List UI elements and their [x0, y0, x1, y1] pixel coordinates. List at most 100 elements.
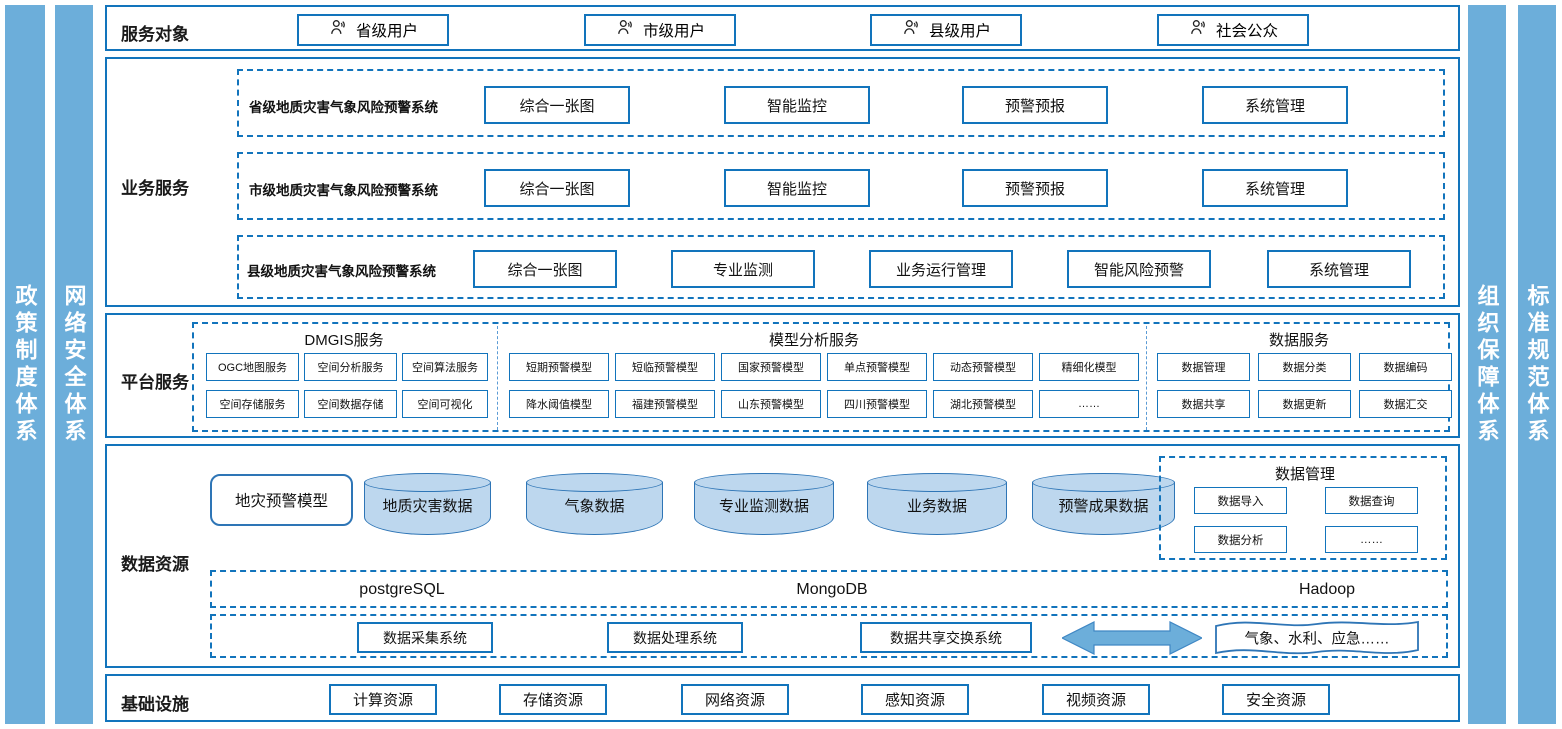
pillar-label: 组织保障体系: [1474, 283, 1500, 446]
user-chip-public[interactable]: 社会公众: [1157, 14, 1309, 46]
data-mgmt-chip[interactable]: 数据分析: [1194, 526, 1287, 553]
user-icon: [615, 18, 634, 42]
pillar-standard-spec-system: 标准规范体系: [1518, 5, 1556, 724]
band-infrastructure: 基础设施 计算资源 存储资源 网络资源 感知资源 视频资源 安全资源: [105, 674, 1460, 722]
band-platform-service: 平台服务 DMGIS服务 OGC地图服务 空间分析服务 空间算法服务 空间存储服…: [105, 313, 1460, 438]
module-chip[interactable]: 业务运行管理: [869, 250, 1013, 288]
module-chip[interactable]: 系统管理: [1267, 250, 1411, 288]
band-label-business-service: 业务服务: [121, 179, 189, 198]
platform-chip[interactable]: 空间算法服务: [402, 353, 488, 381]
double-arrow-icon: [1060, 620, 1204, 656]
data-mgmt-chip[interactable]: 数据导入: [1194, 487, 1287, 514]
platform-chip[interactable]: 精细化模型: [1039, 353, 1139, 381]
platform-chip[interactable]: ……: [1039, 390, 1139, 418]
platform-chip[interactable]: 数据汇交: [1359, 390, 1452, 418]
data-store-label: 预警成果数据: [1058, 497, 1149, 515]
pipeline-chip-exchange[interactable]: 数据共享交换系统: [860, 622, 1032, 653]
module-chip[interactable]: 智能监控: [724, 169, 870, 207]
pipeline-chip-collection[interactable]: 数据采集系统: [357, 622, 493, 653]
module-chip[interactable]: 专业监测: [671, 250, 815, 288]
database-hadoop: Hadoop: [1298, 581, 1356, 598]
user-chip-county[interactable]: 县级用户: [870, 14, 1022, 46]
model-box-disaster-warning[interactable]: 地灾预警模型: [210, 474, 353, 526]
pillar-organization-support-system: 组织保障体系: [1468, 5, 1506, 724]
business-row-municipal: 市级地质灾害气象风险预警系统 综合一张图 智能监控 预警预报 系统管理: [237, 152, 1445, 220]
database-postgresql: postgreSQL: [359, 581, 445, 598]
platform-chip[interactable]: 数据共享: [1157, 390, 1250, 418]
platform-chip[interactable]: 数据编码: [1359, 353, 1452, 381]
module-chip[interactable]: 综合一张图: [484, 169, 630, 207]
platform-chip[interactable]: 国家预警模型: [721, 353, 821, 381]
module-chip[interactable]: 智能风险预警: [1067, 250, 1211, 288]
pillar-label: 网络安全体系: [61, 283, 87, 446]
pillar-policy-system: 政策制度体系: [5, 5, 45, 724]
platform-chip[interactable]: 湖北预警模型: [933, 390, 1033, 418]
data-store-warning-results[interactable]: 预警成果数据: [1032, 473, 1175, 535]
external-sources-wave[interactable]: 气象、水利、应急……: [1212, 618, 1422, 658]
platform-chip[interactable]: OGC地图服务: [206, 353, 299, 381]
infra-chip-sensing[interactable]: 感知资源: [861, 684, 969, 715]
user-icon: [1188, 18, 1207, 42]
platform-chip[interactable]: 单点预警模型: [827, 353, 927, 381]
data-store-professional-monitoring[interactable]: 专业监测数据: [694, 473, 834, 535]
group-divider: [497, 326, 498, 430]
infra-chip-compute[interactable]: 计算资源: [329, 684, 437, 715]
module-chip[interactable]: 系统管理: [1202, 86, 1348, 124]
user-chip-provincial[interactable]: 省级用户: [297, 14, 449, 46]
data-management-group: 数据管理 数据导入 数据查询 数据分析 ……: [1159, 456, 1447, 560]
band-label-data-resource: 数据资源: [121, 555, 189, 574]
module-chip[interactable]: 综合一张图: [473, 250, 617, 288]
data-mgmt-chip[interactable]: ……: [1325, 526, 1418, 553]
platform-chip[interactable]: 动态预警模型: [933, 353, 1033, 381]
band-data-resource: 数据资源 地灾预警模型 地质灾害数据 气象数据 专业监测数据 业务数据 预警成: [105, 444, 1460, 668]
platform-chip[interactable]: 空间数据存储: [304, 390, 397, 418]
platform-chip[interactable]: 福建预警模型: [615, 390, 715, 418]
module-chip[interactable]: 综合一张图: [484, 86, 630, 124]
platform-chip[interactable]: 数据更新: [1258, 390, 1351, 418]
platform-chip[interactable]: 数据分类: [1258, 353, 1351, 381]
platform-chip[interactable]: 降水阈值模型: [509, 390, 609, 418]
module-chip[interactable]: 系统管理: [1202, 169, 1348, 207]
band-label-infrastructure: 基础设施: [121, 695, 189, 714]
infra-chip-video[interactable]: 视频资源: [1042, 684, 1150, 715]
cylinder-top: [364, 473, 491, 492]
platform-chip[interactable]: 短期预警模型: [509, 353, 609, 381]
platform-chip[interactable]: 四川预警模型: [827, 390, 927, 418]
data-mgmt-chip[interactable]: 数据查询: [1325, 487, 1418, 514]
user-chip-label: 省级用户: [355, 23, 418, 40]
user-chip-label: 社会公众: [1215, 23, 1278, 40]
module-chip[interactable]: 预警预报: [962, 169, 1108, 207]
pipeline-chip-processing[interactable]: 数据处理系统: [607, 622, 743, 653]
band-label-service-object: 服务对象: [121, 25, 189, 44]
business-row-county: 县级地质灾害气象风险预警系统 综合一张图 专业监测 业务运行管理 智能风险预警 …: [237, 235, 1445, 299]
platform-chip[interactable]: 山东预警模型: [721, 390, 821, 418]
platform-chip[interactable]: 空间可视化: [402, 390, 488, 418]
data-store-business[interactable]: 业务数据: [867, 473, 1007, 535]
database-layer: postgreSQL MongoDB Hadoop: [210, 570, 1448, 608]
infra-chip-storage[interactable]: 存储资源: [499, 684, 607, 715]
cylinder-top: [867, 473, 1007, 492]
pillar-label: 标准规范体系: [1524, 283, 1550, 446]
platform-chip[interactable]: 空间分析服务: [304, 353, 397, 381]
infra-chip-security[interactable]: 安全资源: [1222, 684, 1330, 715]
cylinder-top: [1032, 473, 1175, 492]
business-row-provincial: 省级地质灾害气象风险预警系统 综合一张图 智能监控 预警预报 系统管理: [237, 69, 1445, 137]
user-chip-municipal[interactable]: 市级用户: [584, 14, 736, 46]
module-chip[interactable]: 智能监控: [724, 86, 870, 124]
band-label-platform-service: 平台服务: [121, 373, 189, 392]
cylinder-top: [526, 473, 663, 492]
platform-chip[interactable]: 空间存储服务: [206, 390, 299, 418]
platform-chip[interactable]: 数据管理: [1157, 353, 1250, 381]
data-store-geohazard[interactable]: 地质灾害数据: [364, 473, 491, 535]
band-service-object: 服务对象 省级用户 市级用户: [105, 5, 1460, 51]
user-icon: [901, 18, 920, 42]
data-store-label: 气象数据: [564, 497, 625, 515]
group-title-model-analysis: 模型分析服务: [768, 332, 859, 349]
data-store-meteorological[interactable]: 气象数据: [526, 473, 663, 535]
user-icon: [328, 18, 347, 42]
platform-chip[interactable]: 短临预警模型: [615, 353, 715, 381]
infra-chip-network[interactable]: 网络资源: [681, 684, 789, 715]
user-chip-label: 县级用户: [928, 23, 991, 40]
module-chip[interactable]: 预警预报: [962, 86, 1108, 124]
